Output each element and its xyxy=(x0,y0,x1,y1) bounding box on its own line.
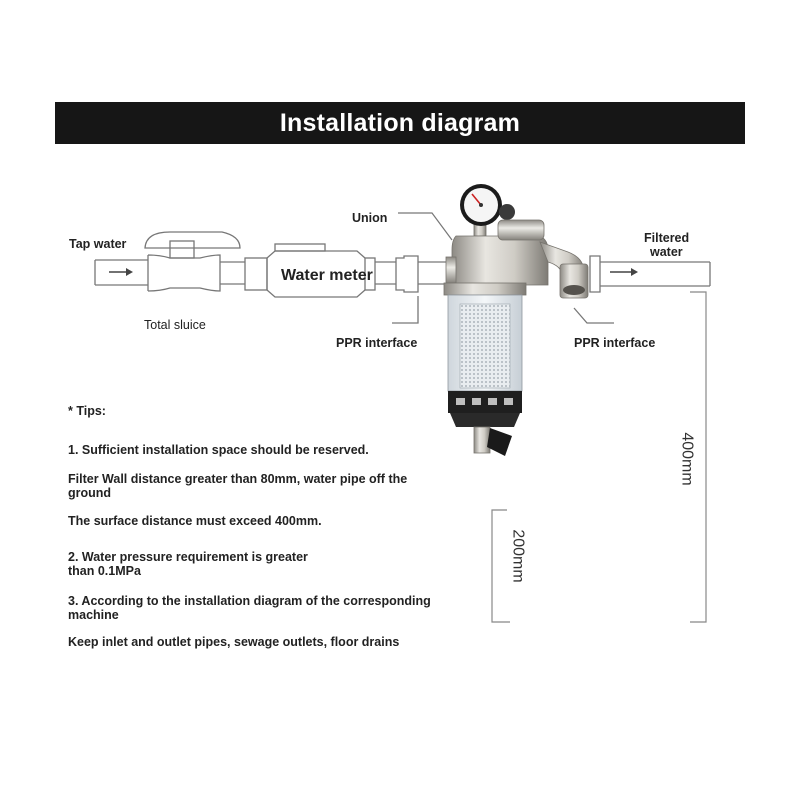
dimension-200mm-label: 200mm xyxy=(509,529,527,583)
tip-item-1: 1. Sufficient installation space should … xyxy=(68,443,369,457)
tip-item-3: The surface distance must exceed 400mm. xyxy=(68,514,322,528)
water-meter xyxy=(244,243,396,298)
tip-item-5: 3. According to the installation diagram… xyxy=(68,594,431,622)
union-leader-line xyxy=(398,212,453,241)
filtered-water-label-line1: Filtered xyxy=(644,231,690,245)
total-sluice-valve xyxy=(144,231,245,292)
tip-item-6: Keep inlet and outlet pipes, sewage outl… xyxy=(68,635,400,649)
dimension-400mm-label: 400mm xyxy=(678,432,696,486)
dimension-line-200mm xyxy=(491,509,510,623)
filtered-water-label-line2: water xyxy=(650,245,683,259)
dimension-line-400mm xyxy=(690,291,707,623)
ppr-interface-right-label: PPR interface xyxy=(574,336,656,350)
outlet-arrow-icon xyxy=(610,268,638,276)
page-title: Installation diagram xyxy=(279,108,521,137)
header-banner: Installation diagram xyxy=(55,102,745,144)
outlet-pipe xyxy=(573,255,711,324)
prefilter-unit xyxy=(443,184,589,456)
tip-item-4: 2. Water pressure requirement is greater… xyxy=(68,550,308,578)
tips-heading: * Tips: xyxy=(68,404,106,418)
tap-water-label: Tap water xyxy=(69,237,127,251)
inlet-arrow-icon xyxy=(109,268,133,276)
union-label: Union xyxy=(352,211,388,225)
water-meter-label: Water meter xyxy=(281,267,373,284)
inlet-pipe xyxy=(94,259,148,286)
ppr-interface-left xyxy=(392,255,448,324)
total-sluice-label: Total sluice xyxy=(144,318,206,332)
tip-item-2: Filter Wall distance greater than 80mm, … xyxy=(68,472,408,500)
ppr-interface-left-label: PPR interface xyxy=(336,336,418,350)
